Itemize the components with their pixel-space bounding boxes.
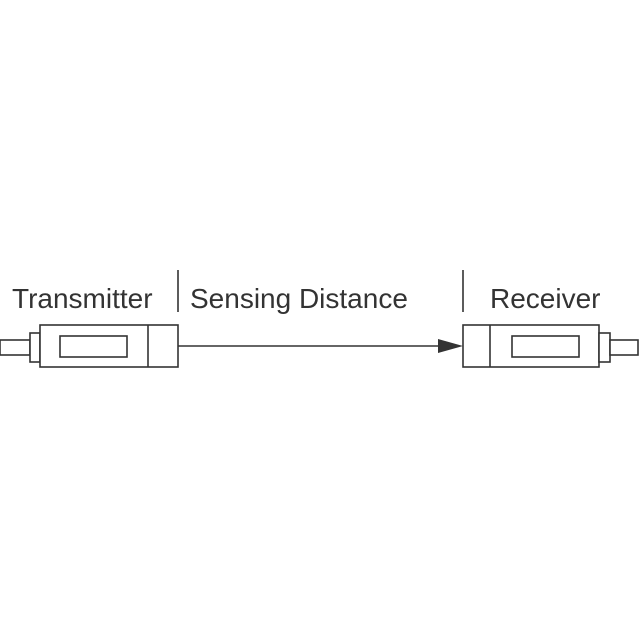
transmitter-cable bbox=[0, 339, 31, 356]
sensing-distance-label: Sensing Distance bbox=[190, 283, 408, 314]
receiver bbox=[462, 324, 639, 368]
arrow-right-icon bbox=[438, 339, 463, 353]
transmitter-cable-collar bbox=[29, 332, 41, 363]
receiver-window bbox=[511, 335, 580, 358]
transmitter bbox=[0, 324, 179, 368]
receiver-cable bbox=[609, 339, 639, 356]
transmitter-label: Transmitter bbox=[12, 283, 153, 314]
receiver-cable-collar bbox=[598, 332, 611, 363]
receiver-label: Receiver bbox=[490, 283, 600, 314]
transmitter-window bbox=[59, 335, 128, 358]
